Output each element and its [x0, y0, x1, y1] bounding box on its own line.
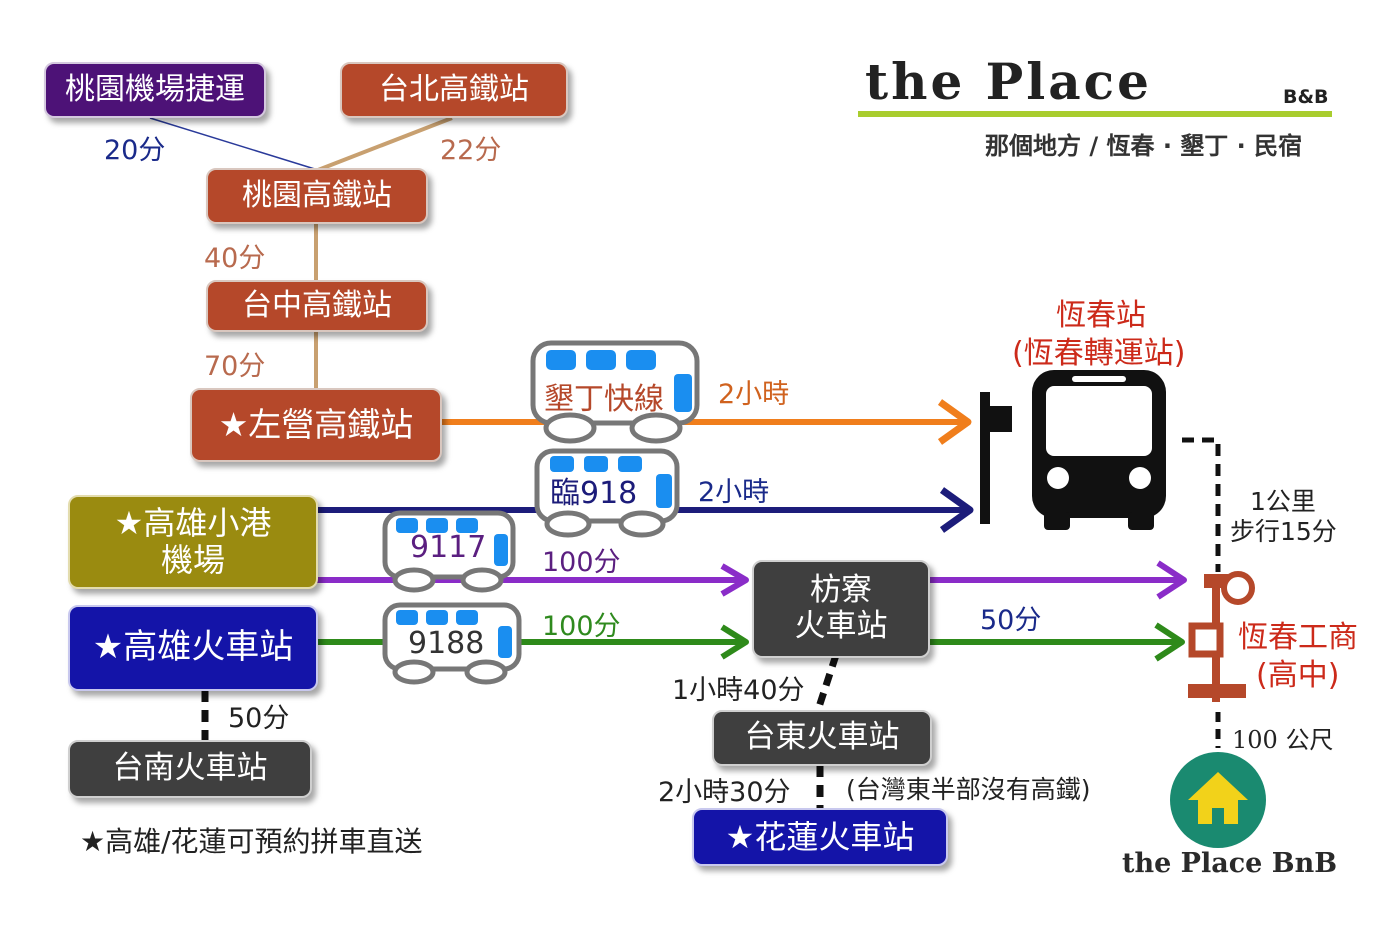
- node-fangliao: 枋寮 火車站: [752, 560, 930, 658]
- node-taoyuan-hsr: 桃園高鐵站: [206, 168, 428, 224]
- duration-kaohsiung-tainan: 50分: [228, 703, 290, 734]
- route-purple-2-arrow: [1156, 560, 1187, 600]
- bus-stop-sign-icon: [1188, 571, 1255, 702]
- duration-kenting-express: 2小時: [718, 379, 790, 410]
- bus-line-918-label: 臨918: [550, 476, 638, 511]
- logo-subtitle: 那個地方 / 恆春 · 墾丁 · 民宿: [985, 132, 1303, 160]
- route-purple-1-arrow: [720, 563, 749, 597]
- node-tainan-train-label: 台南火車站: [112, 750, 268, 787]
- hengchun-station-subtitle: (恆春轉運站): [1012, 336, 1186, 371]
- school-home-distance: 100 公尺: [1232, 726, 1334, 754]
- note-east-no-hsr: (台灣東半部沒有高鐵): [846, 775, 1091, 804]
- hengchun-station-title: 恆春站: [1056, 298, 1146, 333]
- node-taitung-train: 台東火車站: [712, 710, 932, 766]
- note-carpool: ★高雄/花蓮可預約拼車直送: [80, 825, 423, 858]
- duration-fangliao-taitung: 1小時40分: [672, 675, 805, 706]
- node-fangliao-label-1: 枋寮: [810, 572, 872, 609]
- node-taoyuan-mrt: 桃園機場捷運: [44, 62, 266, 118]
- node-kaohsiung-airport: ★高雄小港 機場: [68, 495, 318, 589]
- hengchun-school-subtitle: (高中): [1256, 658, 1340, 693]
- bus-line-9117-label: 9117: [410, 530, 487, 565]
- logo-bb: B&B: [1283, 86, 1329, 108]
- node-taoyuan-mrt-label: 桃園機場捷運: [65, 71, 245, 107]
- node-taichung-hsr: 台中高鐵站: [206, 280, 428, 332]
- line-mrt-taoyuan: [149, 117, 319, 171]
- bus-line-9117: 9117: [382, 510, 516, 594]
- node-zuoying-hsr-label: ★左營高鐵站: [218, 405, 414, 445]
- duration-line-9117: 100分: [542, 547, 621, 578]
- logo-underline: [858, 111, 1332, 117]
- bus-line-9188-label: 9188: [408, 626, 485, 661]
- home-name: the Place BnB: [1122, 848, 1338, 879]
- node-hualien-train: ★花蓮火車站: [692, 808, 948, 866]
- node-kaohsiung-airport-label-1: ★高雄小港: [114, 504, 272, 543]
- bus-line-918-icon: [534, 448, 680, 538]
- duration-taitung-hualien: 2小時30分: [658, 777, 791, 808]
- node-kaohsiung-airport-label-2: 機場: [160, 541, 225, 579]
- duration-line-918: 2小時: [698, 477, 770, 508]
- bus-line-918: 臨918: [534, 448, 680, 538]
- dash-fangliao-taitung: [814, 653, 840, 712]
- bus-kenting-express: 墾丁快線: [530, 340, 700, 444]
- node-kaohsiung-train-label: ★高雄火車站: [92, 627, 294, 668]
- bus-stop-icon: [980, 370, 1166, 530]
- duration-line-9188: 100分: [542, 611, 621, 642]
- line-taipei-taoyuan: [317, 116, 453, 172]
- node-taipei-hsr-label: 台北高鐵站: [379, 71, 529, 107]
- hengchun-school-title: 恆春工商: [1238, 620, 1358, 655]
- walk-distance: 1公里: [1250, 487, 1316, 516]
- bus-kenting-express-icon: [530, 340, 700, 444]
- duration-fangliao-school: 50分: [980, 605, 1042, 636]
- dash-bus-to-school: [1182, 437, 1221, 572]
- route-green-2-arrow: [1154, 622, 1185, 662]
- duration-taichung-zuoying: 70分: [204, 351, 266, 382]
- bus-kenting-express-label: 墾丁快線: [544, 382, 664, 417]
- node-zuoying-hsr: ★左營高鐵站: [190, 388, 442, 462]
- node-taitung-train-label: 台東火車站: [744, 719, 900, 756]
- node-taoyuan-hsr-label: 桃園高鐵站: [242, 177, 392, 213]
- home-icon: [1170, 752, 1266, 848]
- route-orange-arrow: [937, 399, 972, 445]
- bus-line-9117-icon: [382, 510, 516, 593]
- route-navy-arrow: [939, 487, 974, 533]
- bus-line-9188: 9188: [382, 602, 522, 686]
- node-taipei-hsr: 台北高鐵站: [340, 62, 568, 118]
- node-hualien-train-label: ★花蓮火車站: [725, 817, 915, 856]
- duration-mrt-taoyuan: 20分: [104, 135, 166, 166]
- route-green-1-arrow: [720, 624, 749, 660]
- walk-time: 步行15分: [1230, 517, 1337, 546]
- logo-title: the Place: [865, 52, 1152, 111]
- bus-line-9188-icon: [382, 602, 522, 685]
- duration-taipei-taoyuan: 22分: [440, 135, 502, 166]
- node-fangliao-label-2: 火車站: [794, 608, 888, 644]
- duration-taoyuan-taichung: 40分: [204, 243, 266, 274]
- node-taichung-hsr-label: 台中高鐵站: [242, 287, 392, 323]
- node-tainan-train: 台南火車站: [68, 740, 312, 798]
- node-kaohsiung-train: ★高雄火車站: [68, 605, 318, 691]
